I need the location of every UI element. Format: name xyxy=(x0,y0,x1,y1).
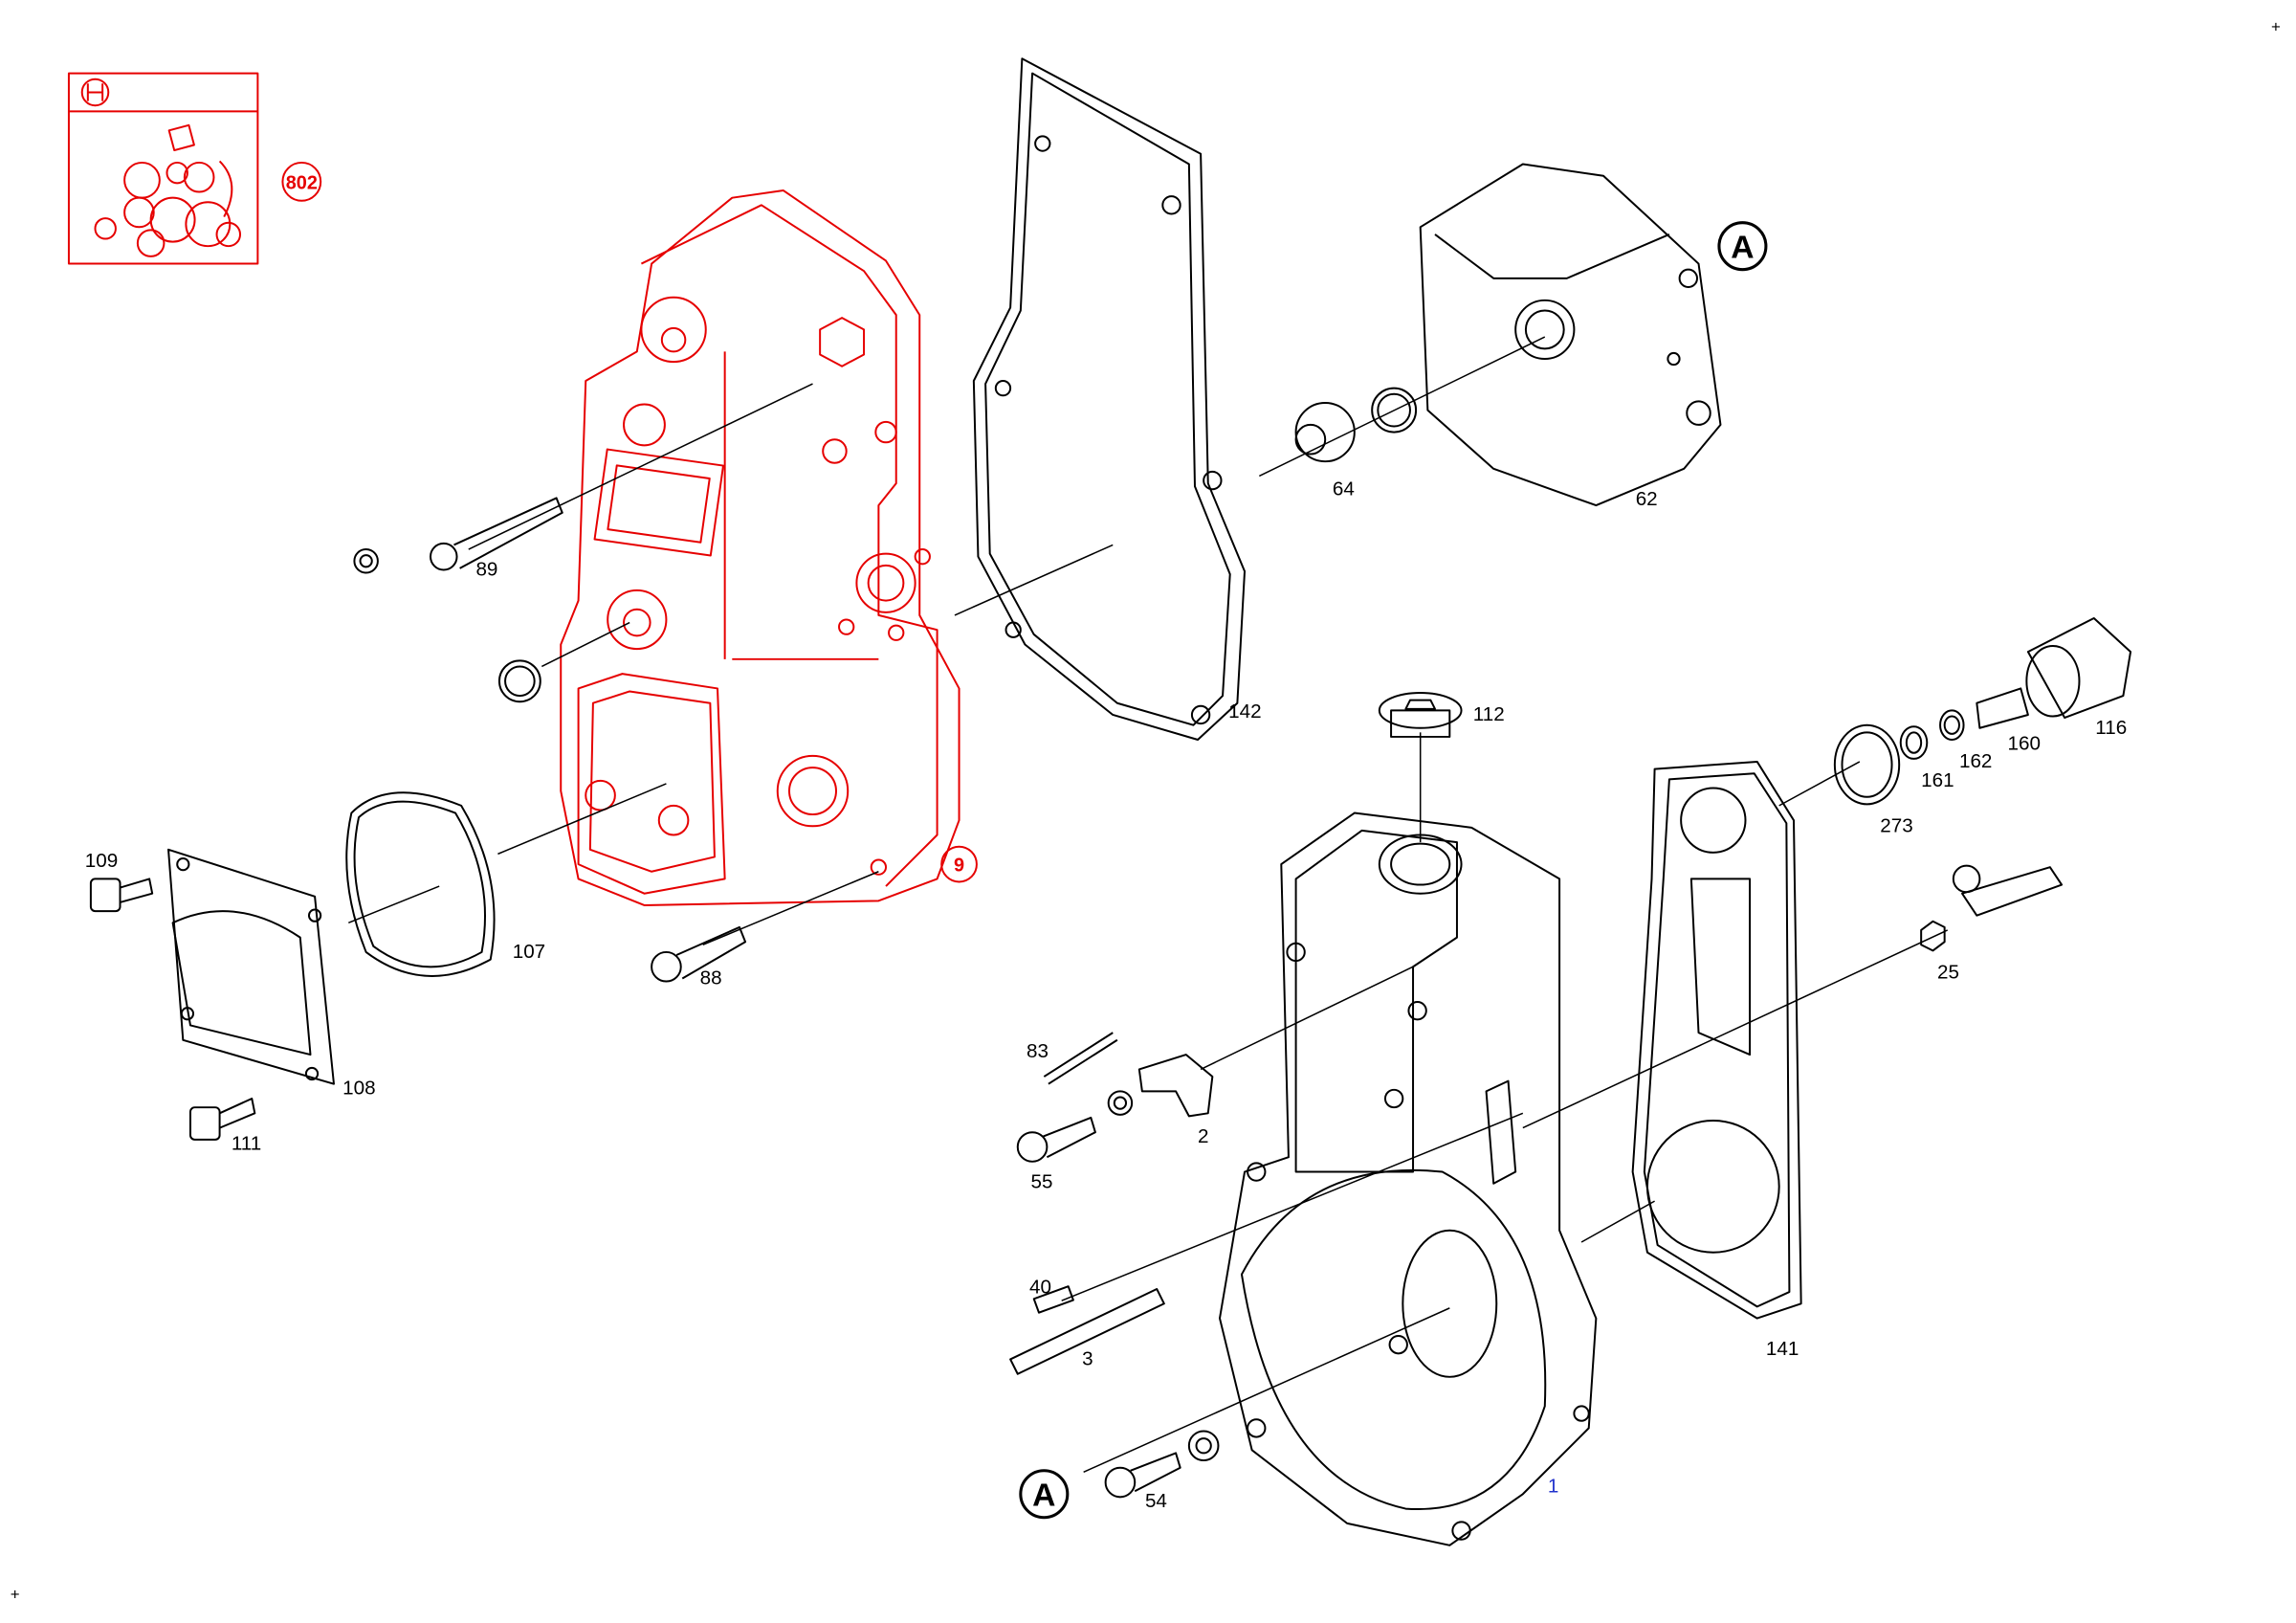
part-label-112[interactable]: 112 xyxy=(1473,703,1505,725)
part-label-161[interactable]: 161 xyxy=(1921,769,1954,791)
corner-mark: + xyxy=(2271,18,2281,36)
part-label-40[interactable]: 40 xyxy=(1029,1277,1051,1299)
part-label-107[interactable]: 107 xyxy=(513,941,545,963)
part-label-273[interactable]: 273 xyxy=(1880,814,1912,836)
part-label-109[interactable]: 109 xyxy=(85,850,118,872)
part-label-62[interactable]: 62 xyxy=(1636,488,1658,510)
part-label-111[interactable]: 111 xyxy=(232,1133,261,1155)
part-label-141[interactable]: 141 xyxy=(1766,1338,1799,1360)
part-label-116[interactable]: 116 xyxy=(2095,717,2127,739)
part-label-2[interactable]: 2 xyxy=(1198,1125,1209,1147)
part-label-83[interactable]: 83 xyxy=(1027,1040,1049,1062)
reference-marker-a[interactable]: A xyxy=(1717,221,1768,272)
part-label-54[interactable]: 54 xyxy=(1145,1490,1167,1512)
part-label-1[interactable]: 1 xyxy=(1548,1476,1559,1498)
reference-marker-a[interactable]: A xyxy=(1019,1469,1070,1520)
part-label-64[interactable]: 64 xyxy=(1333,478,1355,500)
part-label-162[interactable]: 162 xyxy=(1959,750,1992,772)
part-label-89[interactable]: 89 xyxy=(475,559,497,581)
corner-mark: + xyxy=(11,1585,20,1603)
part-label-9: 9 xyxy=(954,856,964,877)
part-label-160[interactable]: 160 xyxy=(2007,733,2040,755)
governor-housing-part-9[interactable]: 9 xyxy=(560,189,978,906)
part-label-25[interactable]: 25 xyxy=(1937,961,1959,983)
kit-label: 802 xyxy=(286,172,318,193)
reference-marker-label: A xyxy=(1032,1478,1055,1514)
reference-marker-label: A xyxy=(1731,230,1754,265)
part-label-3[interactable]: 3 xyxy=(1082,1348,1093,1370)
leader-lines xyxy=(347,336,1949,1474)
small-parts xyxy=(89,57,2132,1546)
part-label-108[interactable]: 108 xyxy=(342,1077,375,1099)
part-label-88[interactable]: 88 xyxy=(700,967,722,989)
seal-kit-802[interactable]: 802 xyxy=(67,72,322,265)
bosch-logo-icon xyxy=(80,78,110,107)
part-labels: 89 88 109 111 108 107 142 64 62 112 116 … xyxy=(85,478,2127,1512)
part-label-142[interactable]: 142 xyxy=(1228,700,1261,723)
seal-kit-icon xyxy=(94,123,242,257)
part-label-55[interactable]: 55 xyxy=(1031,1170,1053,1192)
